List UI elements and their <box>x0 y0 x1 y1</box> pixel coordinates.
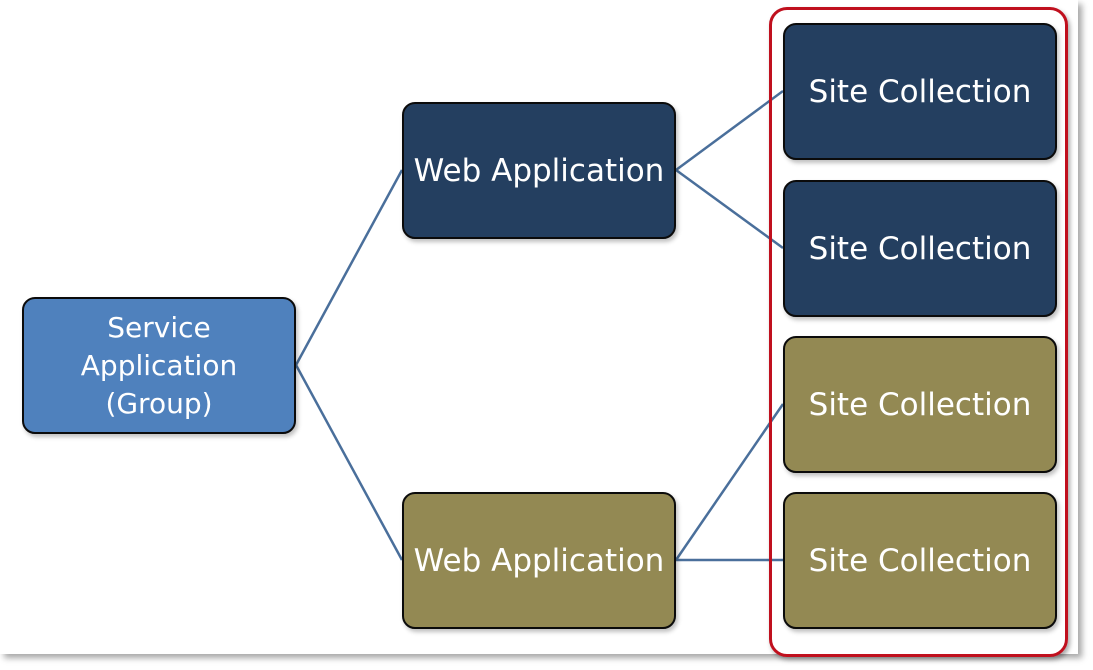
connector-root-to-web-2 <box>294 364 404 561</box>
site-collection-node-4: Site Collection <box>783 492 1057 629</box>
web-application-node-2: Web Application <box>402 492 676 629</box>
site-collection-label-1: Site Collection <box>808 73 1032 110</box>
connector-web-1-to-site-2 <box>675 168 784 250</box>
service-application-node: Service Application (Group) <box>22 297 296 434</box>
web-application-label-1: Web Application <box>413 152 665 189</box>
connector-web-2-to-site-3 <box>674 403 785 561</box>
site-collection-node-3: Site Collection <box>783 336 1057 473</box>
web-application-node-1: Web Application <box>402 102 676 239</box>
service-application-label: Service Application (Group) <box>80 310 238 420</box>
web-application-label-2: Web Application <box>413 542 665 579</box>
connector-root-to-web-1 <box>294 169 404 366</box>
site-collection-label-3: Site Collection <box>808 386 1032 423</box>
connector-web-1-to-site-1 <box>675 89 784 172</box>
site-collection-node-1: Site Collection <box>783 23 1057 160</box>
site-collections-highlight-frame <box>769 7 1068 657</box>
site-collection-label-4: Site Collection <box>808 542 1032 579</box>
site-collection-label-2: Site Collection <box>808 230 1032 267</box>
site-collection-node-2: Site Collection <box>783 180 1057 317</box>
